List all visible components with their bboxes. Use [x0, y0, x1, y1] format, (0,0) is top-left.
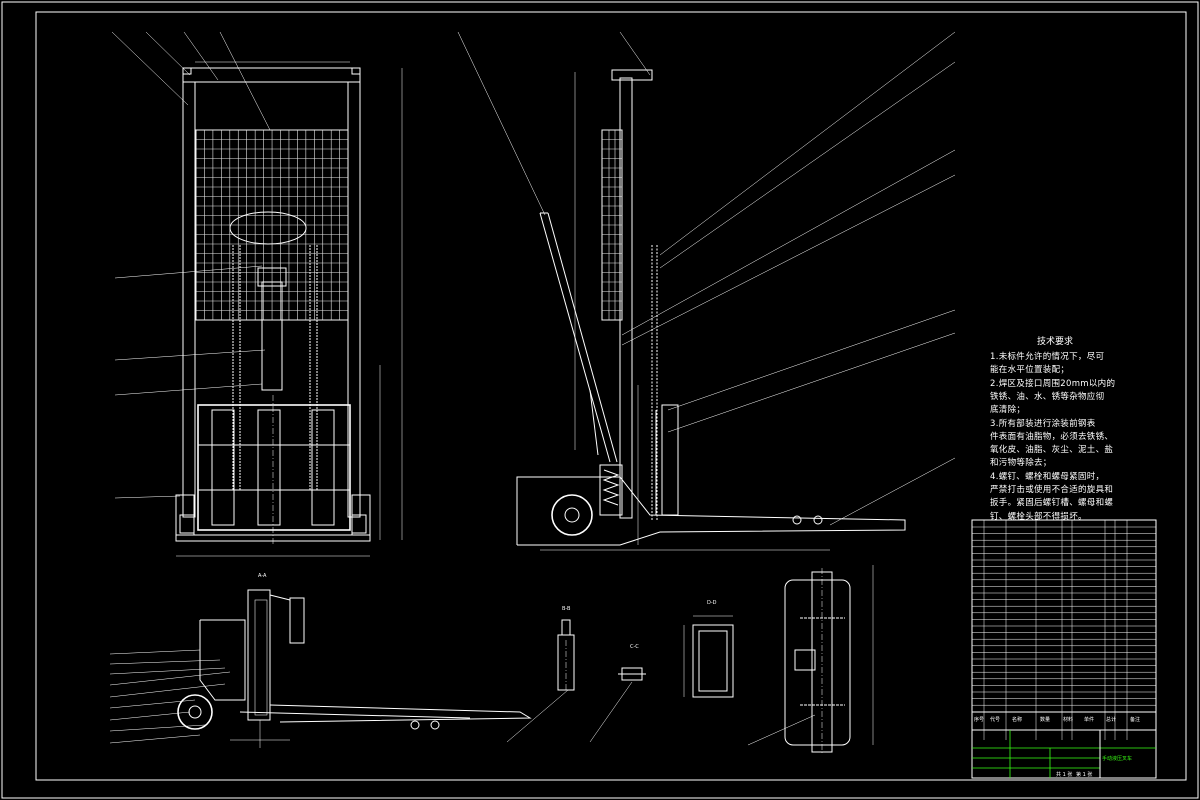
tech-requirement-line: 1.未标件允许的情况下，尽可: [990, 352, 1105, 362]
section-a-a: [747, 565, 874, 755]
parts-header-cell: 单件: [1084, 717, 1095, 723]
mesh-grid: [195, 129, 348, 321]
parts-header-cell: 代号: [990, 717, 1001, 723]
tech-requirement-line: 严禁打击或使用不合适的旋具和: [990, 485, 1114, 495]
tech-requirement-line: 底清除；: [990, 405, 1026, 416]
section-b-b: [506, 619, 575, 743]
parts-header-cell: 名称: [1012, 717, 1023, 723]
tech-requirement-line: 扳手。紧固后螺钉槽、螺母和螺: [990, 498, 1114, 509]
section-d-d: [683, 615, 734, 698]
tech-requirement-line: 3.所有部装进行涂装前钢表: [990, 418, 1096, 429]
tech-requirement-line: 2.焊区及接口周围20mm以内的: [990, 378, 1116, 389]
tech-requirement-line: 件表面有油脂物，必须去铁锈、: [990, 431, 1114, 442]
side-wheel: [551, 494, 593, 536]
tech-requirement-line: 4.螺钉、螺栓和螺母紧固时，: [990, 471, 1105, 482]
tech-requirement-line: 钉、螺栓头部不得损坏。: [990, 511, 1087, 522]
tech-requirement-line: 能在水平位置装配；: [990, 365, 1070, 376]
sheet-number: 第 1 张: [1076, 772, 1093, 778]
section-label-d: D-D: [707, 600, 717, 606]
tech-requirements-title: 技术要求: [1037, 337, 1074, 347]
inner-border: [35, 11, 1187, 781]
parts-header-cell: 数量: [1040, 717, 1051, 723]
sheet-total: 共 1 张: [1056, 772, 1073, 778]
section-label-b: B-B: [562, 606, 571, 612]
drawing-name: 手动液压叉车: [1102, 756, 1133, 762]
iso-view: [109, 589, 532, 748]
section-label-a: A-A: [258, 573, 267, 579]
parts-header-cell: 材料: [1063, 717, 1074, 723]
tech-requirement-line: 和污物等除去；: [990, 458, 1052, 469]
section-label-c: C-C: [630, 644, 639, 650]
tech-requirement-line: 氧化皮、油脂、灰尘、泥土、盐: [990, 445, 1114, 456]
parts-header-cell: 序号: [974, 717, 985, 723]
title-block: [971, 711, 1157, 779]
side-view: [457, 31, 956, 551]
parts-list: [971, 519, 1157, 740]
tech-requirement-line: 铁锈、油、水、锈等杂物应彻: [990, 391, 1105, 402]
front-view: [111, 31, 403, 557]
parts-header-cell: 备注: [1130, 717, 1141, 723]
parts-header-cell: 总计: [1106, 717, 1117, 723]
section-c-c: [589, 667, 646, 743]
